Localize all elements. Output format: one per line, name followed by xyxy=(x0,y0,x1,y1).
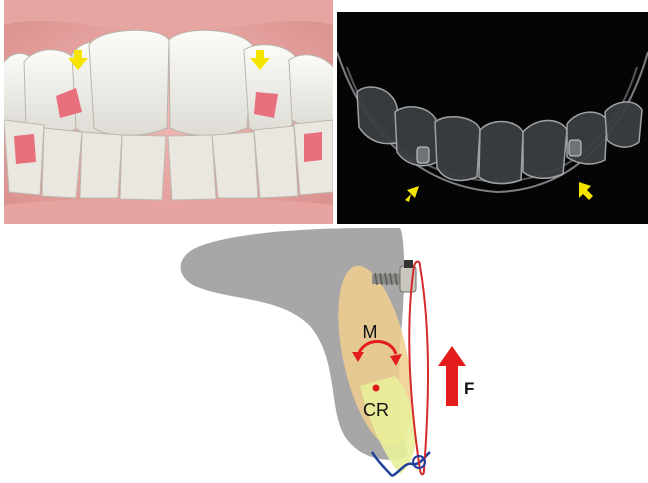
clear-aligner-photo xyxy=(337,12,648,224)
lower-lip-gum xyxy=(4,198,333,225)
attachment-left-premolar xyxy=(14,134,36,164)
attachment-right-canine xyxy=(254,92,278,118)
moment-label: M xyxy=(363,322,378,342)
teeth-attachment-render xyxy=(4,0,333,224)
center-of-resistance-dot xyxy=(373,385,380,392)
biomechanics-diagram: M CR F xyxy=(0,226,648,483)
attachment-right-premolar xyxy=(304,132,322,162)
force-arrow-icon xyxy=(438,346,466,406)
force-label: F xyxy=(464,379,474,398)
center-of-resistance-label: CR xyxy=(363,400,389,420)
